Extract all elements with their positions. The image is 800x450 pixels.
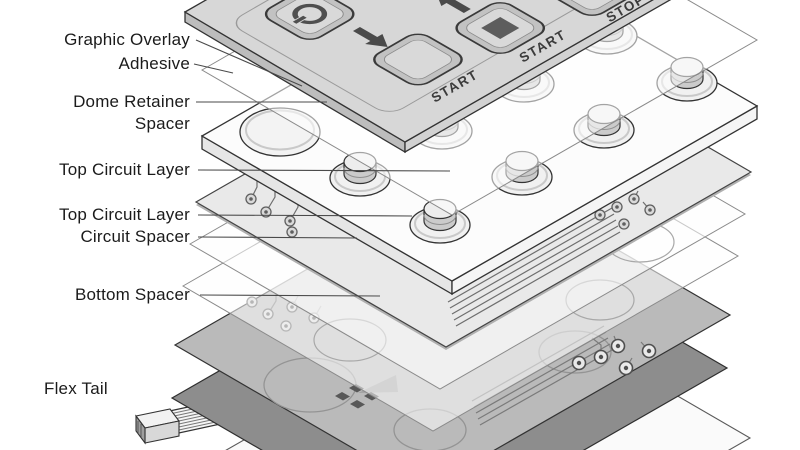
power-button — [264, 0, 355, 40]
label-adhesive: Adhesive — [118, 54, 190, 73]
start-button-diamond — [455, 2, 546, 54]
stop-button — [547, 0, 637, 16]
label-graphic-overlay: Graphic Overlay — [64, 30, 190, 49]
down-arrow-icon — [353, 27, 388, 47]
label-top-circuit-layer: Top Circuit Layer — [59, 160, 190, 179]
label-flex-tail: Flex Tail — [44, 379, 108, 398]
leader-lines — [193, 39, 451, 297]
leader-bottom-spacer — [199, 294, 381, 297]
start-button — [373, 33, 463, 86]
up-arrow-icon — [436, 0, 471, 13]
label-top-circuit-layer-2: Top Circuit Layer — [59, 205, 190, 224]
print-logo-squares — [335, 384, 379, 409]
leader-adhesive — [193, 63, 234, 74]
flex-tail-connector — [135, 408, 180, 445]
leader-top-circuit-layer-2 — [197, 214, 413, 217]
graphic-overlay-layer: START START STOP — [183, 0, 672, 154]
leader-circuit-spacer — [197, 236, 358, 239]
leader-top-circuit-layer — [197, 169, 451, 172]
label-bottom-spacer: Bottom Spacer — [74, 285, 190, 304]
leader-graphic-overlay — [195, 39, 303, 87]
label-dome-retainer-spacer: Dome Retainer Spacer — [73, 92, 190, 133]
diamond-icon — [481, 17, 520, 39]
power-icon — [291, 3, 328, 25]
label-circuit-spacer: Circuit Spacer — [80, 227, 190, 246]
